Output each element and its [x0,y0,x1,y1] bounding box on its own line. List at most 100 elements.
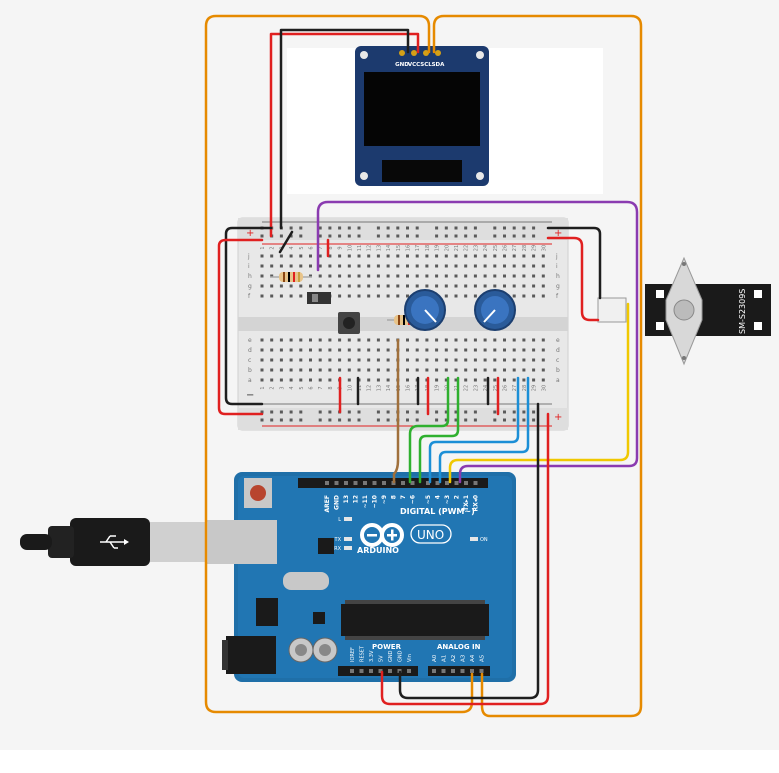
breadboard-hole[interactable] [512,358,516,362]
breadboard-hole[interactable] [318,358,322,362]
breadboard-hole[interactable] [522,338,526,342]
breadboard-hole[interactable] [328,378,332,382]
digital-pin-hole[interactable] [454,481,459,485]
rail-hole[interactable] [338,418,342,422]
breadboard-hole[interactable] [367,378,371,382]
rail-hole[interactable] [454,418,458,422]
breadboard-hole[interactable] [260,254,264,258]
rail-hole[interactable] [318,226,322,230]
wire-brown-button[interactable] [392,338,400,484]
breadboard-hole[interactable] [318,284,322,288]
breadboard-hole[interactable] [328,348,332,352]
rail-hole[interactable] [270,418,274,422]
breadboard-hole[interactable] [522,284,526,288]
rail-hole[interactable] [386,418,390,422]
breadboard-hole[interactable] [503,284,506,288]
breadboard-hole[interactable] [522,368,526,372]
rail-hole[interactable] [357,234,361,238]
breadboard-hole[interactable] [406,348,409,352]
breadboard-hole[interactable] [493,378,497,382]
rail-hole[interactable] [338,234,342,238]
breadboard-hole[interactable] [473,338,477,342]
breadboard-hole[interactable] [260,358,264,362]
breadboard-hole[interactable] [376,368,380,372]
oled-pin[interactable] [411,50,417,56]
breadboard-hole[interactable] [376,358,380,362]
breadboard-hole[interactable] [415,368,419,372]
breadboard-hole[interactable] [454,284,458,288]
digital-pin-hole[interactable] [363,481,367,485]
breadboard-hole[interactable] [532,348,536,352]
rail-hole[interactable] [503,410,506,414]
wire-black-left-gnd[interactable] [224,226,273,406]
breadboard-hole[interactable] [464,284,468,288]
breadboard-hole[interactable] [270,358,274,362]
rail-hole[interactable] [493,410,497,414]
breadboard-hole[interactable] [425,274,429,278]
breadboard-hole[interactable] [357,254,361,258]
breadboard-hole[interactable] [347,264,351,268]
breadboard-hole[interactable] [309,274,312,278]
digital-pin-hole[interactable] [426,481,430,485]
rail-hole[interactable] [503,234,506,238]
breadboard-hole[interactable] [483,264,487,268]
breadboard-hole[interactable] [444,378,448,382]
breadboard-hole[interactable] [464,358,468,362]
rail-hole[interactable] [299,410,303,414]
breadboard-hole[interactable] [503,254,506,258]
breadboard-hole[interactable] [338,284,342,288]
rail-hole[interactable] [522,410,526,414]
rail-hole[interactable] [386,234,390,238]
breadboard-hole[interactable] [338,348,342,352]
breadboard-hole[interactable] [522,358,526,362]
rail-hole[interactable] [376,226,380,230]
breadboard-hole[interactable] [483,358,487,362]
breadboard-hole[interactable] [406,274,409,278]
breadboard-hole[interactable] [454,254,458,258]
breadboard-hole[interactable] [318,368,322,372]
breadboard-hole[interactable] [522,274,526,278]
breadboard-hole[interactable] [396,254,400,258]
rail-hole[interactable] [464,410,468,414]
breadboard-hole[interactable] [386,274,390,278]
breadboard-hole[interactable] [396,274,400,278]
breadboard-hole[interactable] [406,338,409,342]
wire-red-left-vcc[interactable] [217,238,264,416]
breadboard-hole[interactable] [435,358,439,362]
breadboard-hole[interactable] [299,254,303,258]
breadboard-hole[interactable] [473,264,477,268]
breadboard-hole[interactable] [473,358,477,362]
breadboard-hole[interactable] [473,378,477,382]
breadboard-hole[interactable] [483,274,487,278]
rail-hole[interactable] [415,418,419,422]
breadboard-hole[interactable] [347,338,351,342]
analog-pin-hole[interactable] [432,669,436,673]
rail-hole[interactable] [454,226,458,230]
rail-hole[interactable] [376,234,380,238]
breadboard-hole[interactable] [367,358,371,362]
wire-red-oled-vcc[interactable] [269,32,420,238]
rail-hole[interactable] [406,410,409,414]
push-button[interactable] [338,312,360,334]
breadboard-hole[interactable] [279,338,283,342]
breadboard-hole[interactable] [289,254,293,258]
breadboard-hole[interactable] [338,358,342,362]
breadboard-hole[interactable] [386,378,390,382]
breadboard-hole[interactable] [347,254,351,258]
breadboard-hole[interactable] [299,348,303,352]
breadboard-hole[interactable] [483,378,487,382]
rail-hole[interactable] [512,226,516,230]
breadboard-hole[interactable] [435,254,439,258]
rail-hole[interactable] [328,226,332,230]
breadboard-hole[interactable] [464,348,468,352]
breadboard-hole[interactable] [503,264,506,268]
breadboard-hole[interactable] [260,284,264,288]
breadboard-hole[interactable] [309,348,312,352]
rail-hole[interactable] [289,410,293,414]
breadboard-hole[interactable] [376,294,380,298]
breadboard-hole[interactable] [338,264,342,268]
rail-hole[interactable] [415,410,419,414]
breadboard-hole[interactable] [367,338,371,342]
breadboard-hole[interactable] [522,348,526,352]
